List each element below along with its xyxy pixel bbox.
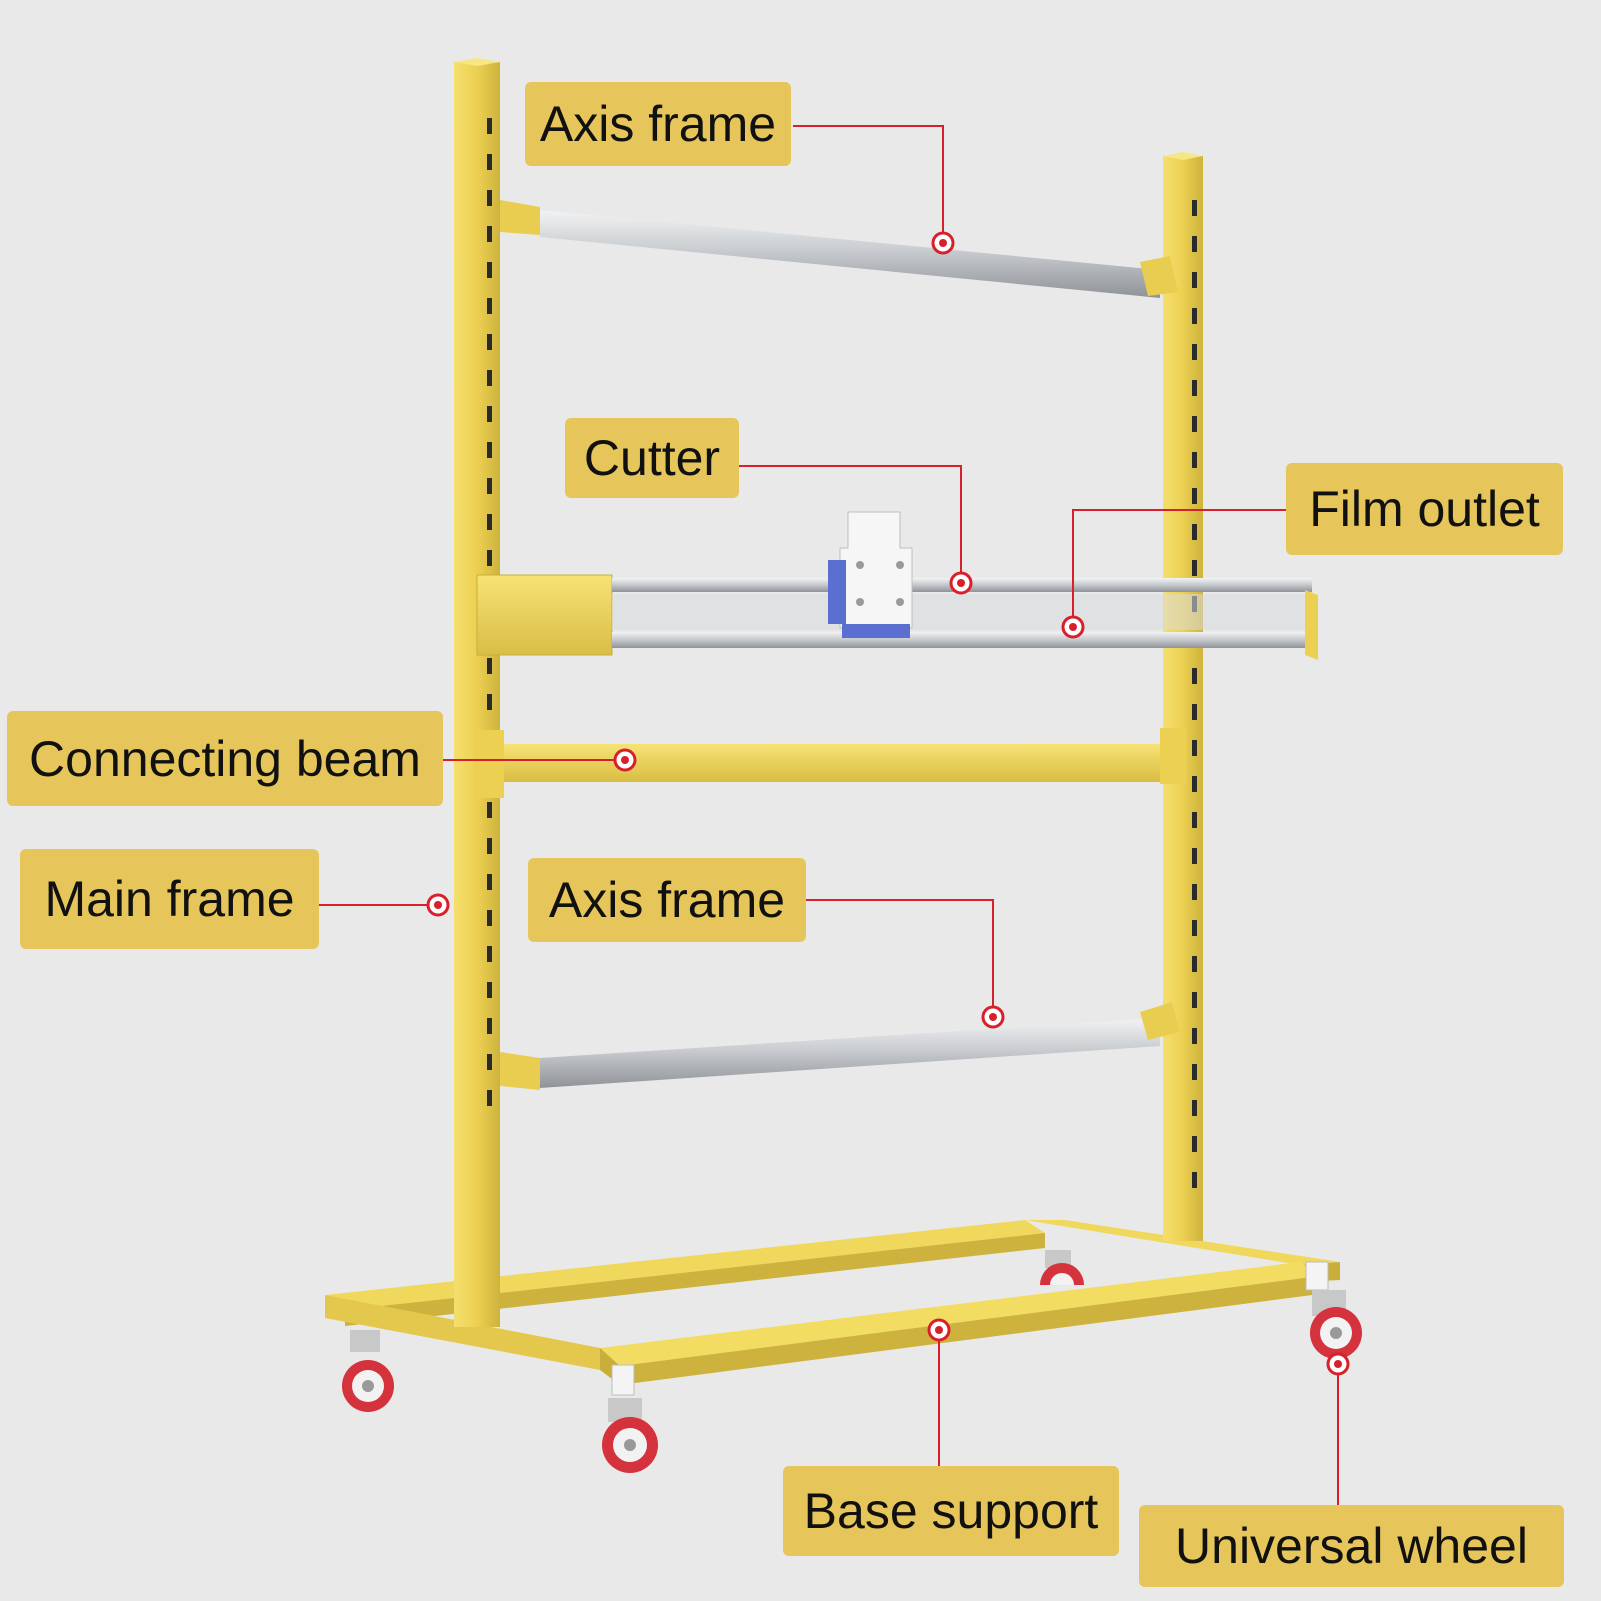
post-slot — [487, 298, 492, 314]
post-slot — [1192, 776, 1197, 792]
post-slot — [1192, 416, 1197, 432]
target-marker-base-support — [927, 1318, 951, 1342]
cutter-assembly — [476, 574, 1318, 660]
label-axis-frame-top: Axis frame — [525, 82, 791, 166]
post-slot — [487, 550, 492, 566]
label-main-frame: Main frame — [20, 849, 319, 949]
post-slot — [1192, 1028, 1197, 1044]
post-slot — [487, 1018, 492, 1034]
target-marker-axis-frame-bottom — [981, 1005, 1005, 1029]
post-slot — [487, 334, 492, 350]
post-slot — [1192, 200, 1197, 216]
connecting-beam — [474, 728, 1186, 798]
post-slot — [1192, 812, 1197, 828]
post-slot — [487, 910, 492, 926]
label-film-outlet: Film outlet — [1286, 463, 1563, 555]
target-marker-cutter — [949, 571, 973, 595]
leader-axis-frame-top — [793, 125, 944, 243]
post-slot — [1192, 884, 1197, 900]
target-markers — [426, 231, 1350, 1376]
post-slot — [1192, 668, 1197, 684]
post-slot — [1192, 308, 1197, 324]
post-slot — [487, 370, 492, 386]
target-marker-connecting-beam — [613, 748, 637, 772]
post-slot — [487, 154, 492, 170]
leader-film-outlet — [1072, 509, 1286, 627]
universal-wheel-right — [1310, 1290, 1362, 1359]
target-marker-universal-wheel — [1326, 1352, 1350, 1376]
leader-lines — [319, 125, 1339, 1505]
post-slot — [1192, 704, 1197, 720]
post-slot — [487, 838, 492, 854]
post-slot — [1192, 848, 1197, 864]
post-slot — [1192, 1172, 1197, 1188]
post-slot — [1192, 236, 1197, 252]
post-slot — [487, 190, 492, 206]
post-slot — [487, 118, 492, 134]
leader-cutter — [739, 465, 962, 583]
label-cutter: Cutter — [565, 418, 739, 498]
universal-wheel-center-front — [602, 1398, 658, 1473]
target-marker-axis-frame-top — [931, 231, 955, 255]
main-frame-right-post — [1163, 152, 1203, 1241]
post-slot — [487, 658, 492, 674]
post-slot — [1192, 524, 1197, 540]
post-slot — [1192, 740, 1197, 756]
post-slot — [1192, 1064, 1197, 1080]
post-slot — [487, 946, 492, 962]
label-universal-wheel: Universal wheel — [1139, 1505, 1564, 1587]
post-slot — [1192, 560, 1197, 576]
post-slot — [1192, 344, 1197, 360]
post-slots — [487, 118, 1197, 1188]
post-slot — [1192, 992, 1197, 1008]
post-slot — [1192, 1136, 1197, 1152]
post-slot — [487, 1054, 492, 1070]
post-slot — [1192, 452, 1197, 468]
base-support — [325, 1220, 1340, 1396]
post-slot — [487, 226, 492, 242]
target-marker-film-outlet — [1061, 615, 1085, 639]
post-slot — [487, 694, 492, 710]
post-slot — [1192, 1100, 1197, 1116]
cutter-block — [828, 511, 913, 638]
post-slot — [1192, 920, 1197, 936]
axis-frame-bottom-rod — [500, 1002, 1180, 1090]
post-slot — [487, 802, 492, 818]
target-marker-main-frame — [426, 893, 450, 917]
universal-wheel-left-front — [342, 1330, 394, 1412]
post-slot — [1192, 272, 1197, 288]
post-slot — [487, 442, 492, 458]
main-frame-left-post — [454, 58, 500, 1327]
label-axis-frame-bottom: Axis frame — [528, 858, 806, 942]
post-slot — [1192, 488, 1197, 504]
label-base-support: Base support — [783, 1466, 1119, 1556]
post-slot — [487, 874, 492, 890]
universal-wheel-back — [1040, 1250, 1084, 1285]
post-slot — [487, 1090, 492, 1106]
axis-frame-top-rod — [500, 200, 1178, 298]
post-slot — [1192, 956, 1197, 972]
post-slot — [487, 514, 492, 530]
post-slot — [487, 406, 492, 422]
post-slot — [1192, 380, 1197, 396]
post-slot — [487, 262, 492, 278]
label-connecting-beam: Connecting beam — [7, 711, 443, 806]
post-slot — [487, 982, 492, 998]
post-slot — [487, 478, 492, 494]
leader-axis-frame-bottom — [806, 899, 994, 1017]
